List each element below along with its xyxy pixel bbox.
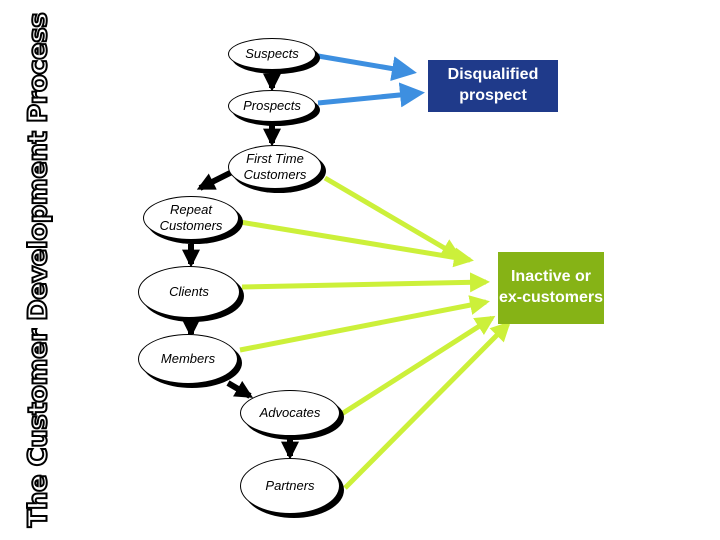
inactive-label: Inactive or ex-customers [498, 268, 604, 306]
node-first-time-customers: First Time Customers [228, 145, 322, 189]
node-prospects: Prospects [228, 90, 316, 122]
arrow-repeat-to-inactive [239, 219, 474, 268]
arrow-suspects-to-disqualified [317, 53, 417, 81]
arrow-advocates-to-inactive [338, 315, 496, 418]
page-title: The Customer Development Process [22, 12, 54, 529]
node-members: Members [138, 334, 238, 384]
node-advocates: Advocates [240, 390, 340, 436]
node-repeat-customers: Repeat Customers [143, 196, 239, 240]
node-clients: Clients [138, 266, 240, 318]
disqualified-label: Disqualified prospect [447, 66, 539, 104]
page-title-vertical: The Customer Development Process [8, 10, 68, 530]
node-suspects: Suspects [228, 38, 316, 70]
inactive-customers-box: Inactive or ex-customers [498, 252, 604, 324]
arrow-members-to-advocates [226, 380, 254, 399]
arrow-prospects-to-disqualified [317, 82, 425, 108]
node-partners: Partners [240, 458, 340, 514]
arrow-clients-to-inactive [241, 272, 490, 293]
arrow-firsttime-to-inactive [323, 175, 462, 259]
arrow-partners-to-inactive [343, 321, 511, 490]
disqualified-prospect-box: Disqualified prospect [428, 60, 558, 112]
arrow-members-to-inactive [239, 295, 490, 353]
